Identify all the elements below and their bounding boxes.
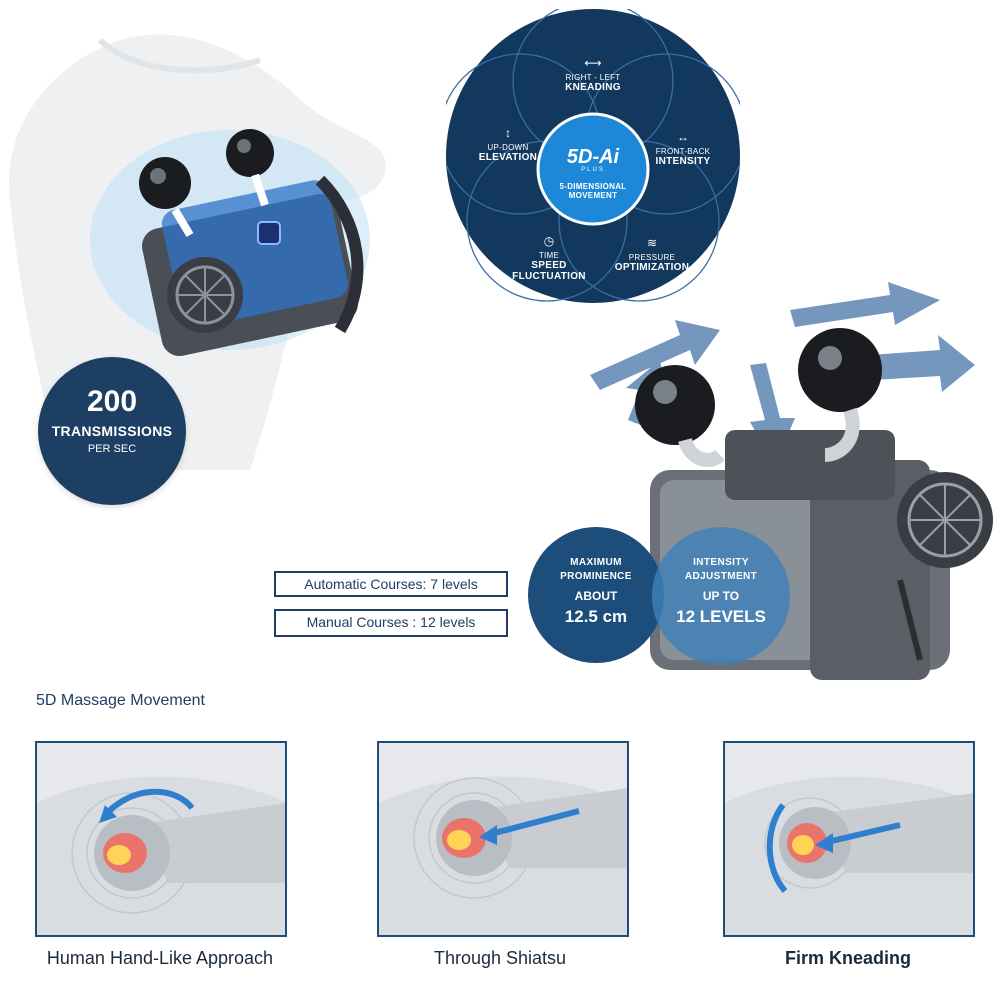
venn-center: 5D-Ai PLUS 5-DIMENSIONAL MOVEMENT — [543, 147, 643, 200]
5d-movement-diagram: 5D-Ai PLUS 5-DIMENSIONAL MOVEMENT ⟷ RIGH… — [446, 9, 740, 303]
intensity-value: 12 LEVELS — [676, 607, 766, 626]
clock-icon: ◷ — [543, 234, 555, 248]
intensity-bold: INTENSITY — [655, 155, 711, 167]
section-title: 5D Massage Movement — [36, 692, 205, 709]
manual-courses-label: Manual Courses : 12 levels — [274, 609, 508, 637]
transmissions-label: TRANSMISSIONS — [51, 423, 173, 439]
automatic-courses-label: Automatic Courses: 7 levels — [274, 571, 508, 597]
transmissions-unit: PER SEC — [87, 443, 137, 455]
speed-small: TIME — [538, 250, 560, 260]
hand-like-approach-illustration — [37, 743, 285, 935]
firm-kneading-illustration — [725, 743, 973, 935]
kneading-small: RIGHT - LEFT — [565, 72, 621, 82]
venn-elevation: ↕ UP-DOWN ELEVATION — [466, 126, 550, 163]
prominence-value: 12.5 cm — [564, 607, 628, 626]
kneading-bold: KNEADING — [565, 81, 621, 93]
prominence-line-3: ABOUT — [574, 589, 618, 603]
panel-firm-kneading — [723, 741, 975, 937]
caption-through-shiatsu: Through Shiatsu — [433, 948, 567, 968]
panel-hand-like-approach — [35, 741, 287, 937]
caption-firm-kneading: Firm Kneading — [784, 948, 911, 968]
venn-kneading: ⟷ RIGHT - LEFT KNEADING — [543, 56, 643, 93]
prominence-line-2: PROMINENCE — [560, 571, 632, 582]
venn-speed-fluctuation: ◷ TIME SPEED FLUCTUATION — [504, 234, 594, 283]
pressure-waves-icon: ≋ — [646, 236, 658, 250]
5dai-logo: 5D-Ai — [566, 146, 620, 168]
center-label-2: MOVEMENT — [568, 191, 618, 201]
prominence-line-1: MAXIMUM — [570, 557, 622, 568]
elevation-small: UP-DOWN — [487, 142, 529, 152]
intensity-small: FRONT-BACK — [655, 146, 711, 156]
transmissions-value: 200 — [86, 385, 138, 418]
intensity-line-3: UP TO — [702, 589, 740, 603]
panel-through-shiatsu — [377, 741, 629, 937]
pressure-bold: OPTIMIZATION — [614, 261, 690, 273]
speed-bold-2: FLUCTUATION — [512, 271, 586, 283]
left-right-arrow-icon: ⟷ — [584, 56, 602, 70]
venn-pressure-optimization: ≋ PRESSURE OPTIMIZATION — [602, 236, 702, 273]
max-prominence-badge: MAXIMUM PROMINENCE ABOUT 12.5 cm — [528, 527, 664, 663]
center-label-1: 5-DIMENSIONAL — [559, 181, 627, 191]
pressure-small: PRESSURE — [628, 252, 676, 262]
5dai-logo-sub: PLUS — [581, 167, 605, 173]
intensity-line-1: INTENSITY — [693, 557, 749, 568]
transmissions-badge: 200 TRANSMISSIONS PER SEC — [38, 357, 186, 505]
up-down-arrow-icon: ↕ — [505, 126, 511, 140]
front-back-arrow-icon: ↔ — [677, 130, 689, 144]
through-shiatsu-illustration — [379, 743, 627, 935]
speed-bold-1: SPEED — [531, 259, 567, 271]
elevation-bold: ELEVATION — [478, 151, 538, 163]
intensity-adjustment-badge: INTENSITY ADJUSTMENT UP TO 12 LEVELS — [652, 527, 790, 665]
caption-hand-like-approach: Human Hand-Like Approach — [46, 948, 274, 968]
venn-background — [446, 9, 740, 303]
intensity-line-2: ADJUSTMENT — [684, 571, 758, 582]
venn-intensity: ↔ FRONT-BACK INTENSITY — [638, 130, 728, 167]
